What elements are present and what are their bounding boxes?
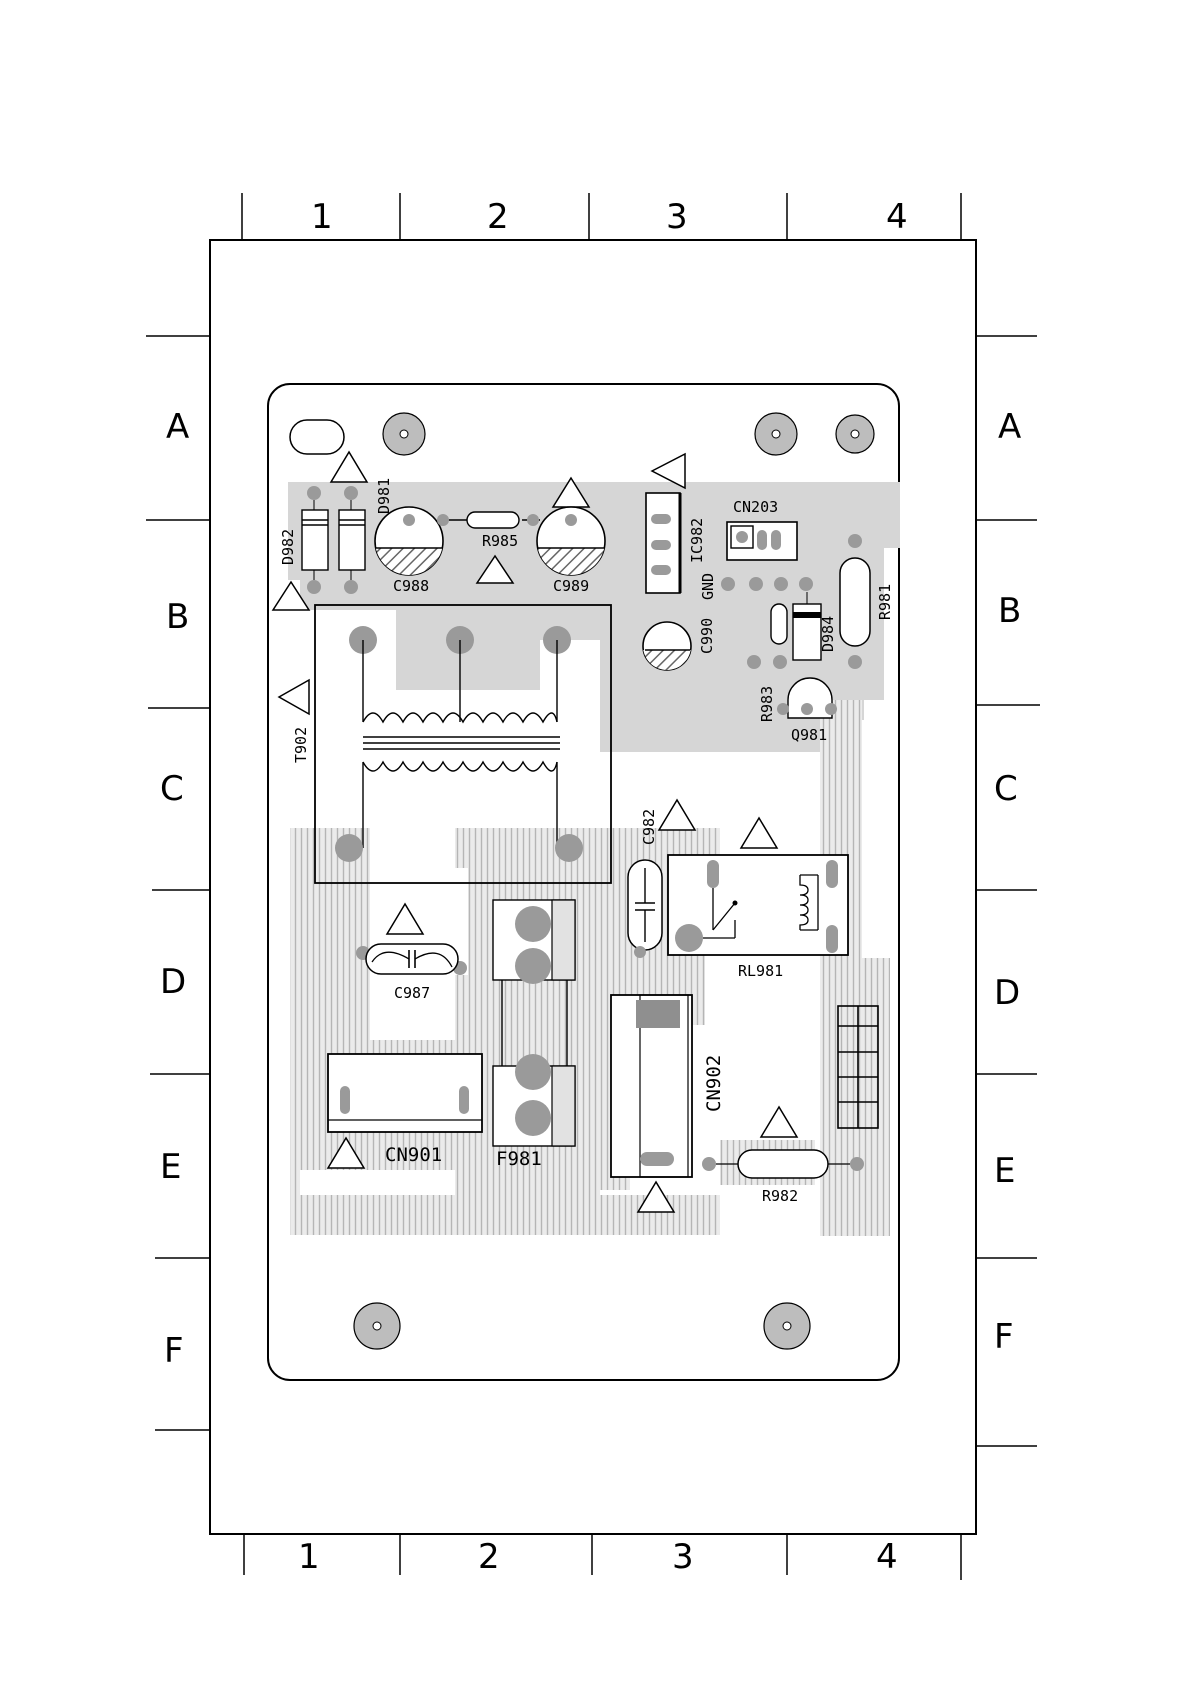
label-d982: D982 bbox=[279, 529, 297, 565]
warning-triangle-icon bbox=[387, 904, 423, 934]
connector-cn901 bbox=[328, 1054, 482, 1132]
label-c982: C982 bbox=[640, 809, 658, 845]
column-label-bottom-3: 3 bbox=[672, 1537, 694, 1577]
label-d981: D981 bbox=[375, 478, 393, 514]
relay-rl981 bbox=[668, 855, 848, 955]
row-label-left-e: E bbox=[160, 1147, 181, 1187]
row-label-right-b: B bbox=[998, 591, 1021, 631]
label-ic982: IC982 bbox=[688, 518, 706, 563]
capacitor-c982 bbox=[628, 860, 662, 958]
warning-triangle-icon bbox=[279, 680, 309, 714]
warning-triangle-icon bbox=[761, 1107, 797, 1137]
warning-triangle-icon bbox=[659, 800, 695, 830]
column-label-bottom-4: 4 bbox=[876, 1537, 898, 1577]
label-r981: R981 bbox=[876, 584, 894, 620]
row-label-left-f: F bbox=[164, 1331, 184, 1371]
label-cn901: CN901 bbox=[385, 1144, 442, 1166]
row-label-left-d: D bbox=[160, 962, 186, 1002]
label-r983: R983 bbox=[758, 686, 776, 722]
row-label-left-b: B bbox=[166, 597, 189, 637]
row-label-right-d: D bbox=[994, 973, 1020, 1013]
label-cn902: CN902 bbox=[703, 1055, 725, 1112]
label-r985: R985 bbox=[482, 532, 518, 550]
warning-triangle-icon bbox=[741, 818, 777, 848]
connector-cn902 bbox=[611, 995, 692, 1177]
row-label-left-a: A bbox=[166, 407, 189, 447]
label-t902: T902 bbox=[292, 727, 310, 763]
connector-cn203 bbox=[727, 522, 797, 560]
row-label-left-c: C bbox=[160, 769, 184, 809]
label-q981: Q981 bbox=[791, 726, 827, 744]
resistor-r983-body bbox=[771, 604, 787, 644]
column-label-top-3: 3 bbox=[666, 197, 688, 237]
label-c989: C989 bbox=[553, 577, 589, 595]
label-c987: C987 bbox=[394, 984, 430, 1002]
label-c988: C988 bbox=[393, 577, 429, 595]
column-label-top-4: 4 bbox=[886, 197, 908, 237]
label-rl981: RL981 bbox=[738, 962, 783, 980]
capacitor-c987 bbox=[356, 944, 467, 975]
label-gnd: GND bbox=[699, 573, 717, 600]
row-label-right-f: F bbox=[994, 1317, 1014, 1357]
column-label-top-1: 1 bbox=[311, 197, 333, 237]
label-c990: C990 bbox=[698, 618, 716, 654]
warning-triangle-icon bbox=[331, 452, 367, 482]
label-r982: R982 bbox=[762, 1187, 798, 1205]
column-label-bottom-1: 1 bbox=[298, 1537, 320, 1577]
column-label-top-2: 2 bbox=[487, 197, 509, 237]
column-label-bottom-2: 2 bbox=[478, 1537, 500, 1577]
label-d984: D984 bbox=[819, 616, 837, 652]
regulator-ic982 bbox=[646, 493, 680, 593]
row-label-right-a: A bbox=[998, 407, 1021, 447]
row-label-right-c: C bbox=[994, 769, 1018, 809]
label-cn203: CN203 bbox=[733, 498, 778, 516]
row-label-right-e: E bbox=[994, 1151, 1015, 1191]
label-f981: F981 bbox=[496, 1148, 542, 1170]
